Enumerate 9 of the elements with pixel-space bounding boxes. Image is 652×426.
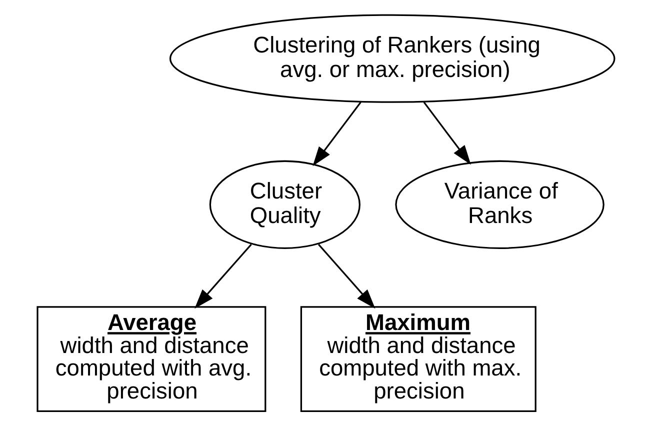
node-box: Average width and distance computed with avg. precision [36, 306, 266, 412]
node-ellipse: Cluster Quality [209, 160, 360, 249]
node-ellipse: Clustering of Rankers (using avg. or max. precision) [169, 14, 616, 103]
node-box: Maximum width and distance computed with max. precision [300, 306, 536, 412]
node-ellipse: Variance of Ranks [395, 160, 604, 249]
arrow [194, 244, 252, 309]
arrow [318, 244, 376, 309]
arrow [312, 102, 362, 166]
arrow [423, 102, 471, 165]
